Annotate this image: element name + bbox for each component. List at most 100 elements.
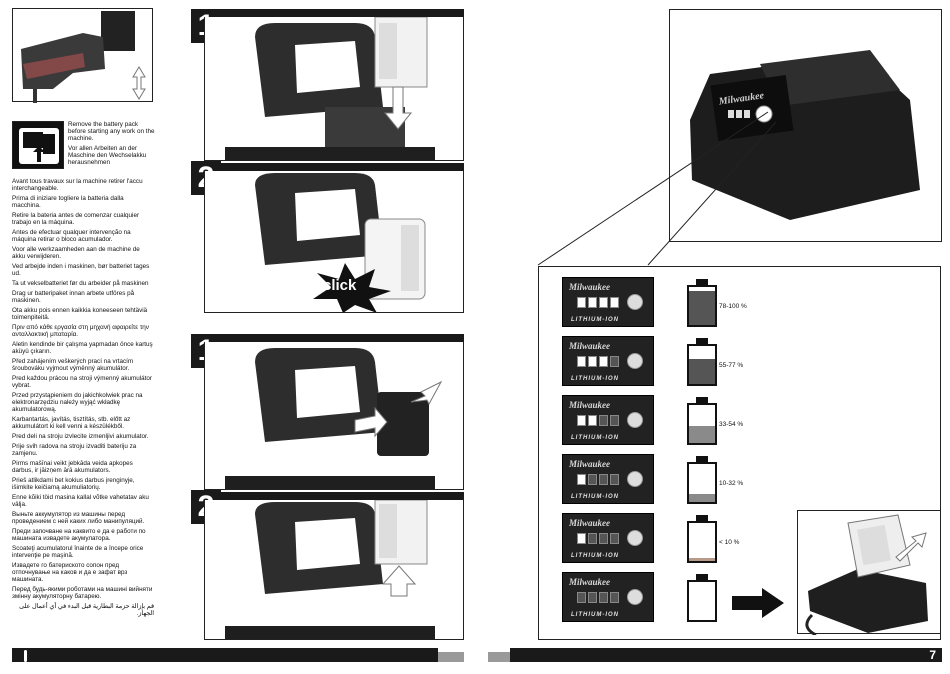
warning-text: Извадете го батериското сопон пред отпоч… <box>12 561 128 584</box>
led-segment <box>577 297 586 308</box>
jigsaw-lift-illustration <box>21 11 146 103</box>
warning-text: Ta ut vekselbatteriet før du arbeider på… <box>12 280 149 287</box>
led-segment <box>610 356 619 367</box>
led-segment <box>610 415 619 426</box>
jigsaw-battery-click-illustration <box>255 173 426 312</box>
led-segment <box>599 356 608 367</box>
battery-type-text: LITHIUM-ION <box>571 317 619 323</box>
battery-cap-icon <box>696 279 708 286</box>
led-segment <box>610 297 619 308</box>
battery-cap-icon <box>696 574 708 581</box>
warning-text: Voor alle werkzaamheden aan de machine d… <box>12 246 140 261</box>
charger-illustration <box>805 514 928 637</box>
battery-cap-icon <box>696 338 708 345</box>
step-panel-remove-1 <box>204 17 464 161</box>
step-bar <box>204 9 464 18</box>
led-segment <box>610 474 619 485</box>
warning-en: Remove the battery pack before starting … <box>68 121 155 143</box>
warning-text: Выньте аккумулятор из машины перед прове… <box>12 510 145 525</box>
brand-logo-text: Milwaukee <box>569 400 611 410</box>
warning-text: Před zahájením veškerých prací na vrtací… <box>12 357 134 372</box>
battery-level-icon <box>687 285 717 327</box>
led-segment <box>610 533 619 544</box>
step-bar <box>204 492 464 501</box>
brand-logo-text: Milwaukee <box>569 577 611 587</box>
battery-pack-illustration: Milwaukee <box>690 50 920 220</box>
warning-text: Retire la bateria antes de comenzar cual… <box>12 212 140 227</box>
zoom-connector <box>537 111 777 266</box>
warning-text: Ota akku pois ennen kaikkia koneeseen te… <box>12 306 148 321</box>
step-bar <box>204 334 464 343</box>
battery-level-icon <box>687 344 717 386</box>
step-panel-remove-2: click <box>204 171 464 313</box>
battery-type-text: LITHIUM-ION <box>571 553 619 559</box>
led-segment <box>577 356 586 367</box>
battery-fill <box>689 493 715 502</box>
warning-text: Prije svih radova na stroju izvaditi bat… <box>12 442 137 457</box>
brand-logo-text: Milwaukee <box>569 518 611 528</box>
charge-percent-label: 55-77 % <box>719 362 744 369</box>
led-segment <box>588 356 597 367</box>
battery-level-icon <box>687 403 717 445</box>
battery-fill <box>689 557 715 561</box>
led-segment <box>599 474 608 485</box>
warning-text: Ved arbejde inden i maskinen, bør batter… <box>12 263 150 278</box>
battery-level-icon <box>687 462 717 504</box>
charge-percent-label: 10-32 % <box>719 480 744 487</box>
led-segment <box>577 415 586 426</box>
led-segment <box>577 533 586 544</box>
led-segment <box>588 474 597 485</box>
battery-type-text: LITHIUM-ION <box>571 435 619 441</box>
warning-text: Prima di iniziare togliere la batteria d… <box>12 195 124 210</box>
battery-pack-photo: Milwaukee <box>669 9 942 242</box>
battery-cap-icon <box>696 515 708 522</box>
fuel-gauge-button <box>627 589 643 605</box>
warning-text: Перед будь-якими роботами на машині вийн… <box>12 586 153 601</box>
warning-text: Scoateţi acumulatorul înainte de a încep… <box>12 544 144 559</box>
led-segment <box>588 415 597 426</box>
arrow-right-icon <box>732 588 784 618</box>
battery-type-text: LITHIUM-ION <box>571 494 619 500</box>
warning-text: Преди започване на каквито е да е работи… <box>12 527 146 542</box>
fuel-gauge-button <box>627 412 643 428</box>
jigsaw-battery-lock-illustration <box>225 500 435 639</box>
warning-text: Antes de efectuar qualquer intervenção n… <box>12 229 131 244</box>
warning-text: Drag ur batteripaket innan arbete utföre… <box>12 289 135 304</box>
warning-text: Enne kõiki töid masina kallal võtke vahe… <box>12 493 149 508</box>
battery-level-icon <box>687 521 717 563</box>
warning-text: Aletin kendinde bir çalışma yapmadan önc… <box>12 340 153 355</box>
warning-text: Avant tous travaux sur la machine retire… <box>12 178 143 193</box>
battery-remove-warning-icon <box>12 121 64 169</box>
battery-type-text: LITHIUM-ION <box>571 376 619 382</box>
step-panel-insert-1 <box>204 342 464 490</box>
battery-fill <box>689 426 715 443</box>
led-segment <box>588 533 597 544</box>
led-segment <box>577 592 586 603</box>
led-segment <box>588 297 597 308</box>
warning-text: Przed przystąpieniem do jakichkolwiek pr… <box>12 391 143 414</box>
brand-logo-text: Milwaukee <box>569 341 611 351</box>
footer-accent-left <box>438 652 464 662</box>
fuel-gauge-button <box>627 530 643 546</box>
charge-percent-label: 33-54 % <box>719 421 744 428</box>
warning-text: Pred deli na stroju izvlecite izmenljivi… <box>12 433 149 440</box>
step-panel-insert-2 <box>204 500 464 640</box>
charge-percent-label: < 10 % <box>719 539 740 546</box>
brand-logo-text: Milwaukee <box>569 282 611 292</box>
click-label: click <box>323 277 357 294</box>
fuel-gauge-button <box>627 471 643 487</box>
charge-percent-label: 78-100 % <box>719 303 747 310</box>
charger-photo <box>797 510 941 637</box>
multilingual-warnings: Avant tous travaux sur la machine retire… <box>12 178 154 620</box>
